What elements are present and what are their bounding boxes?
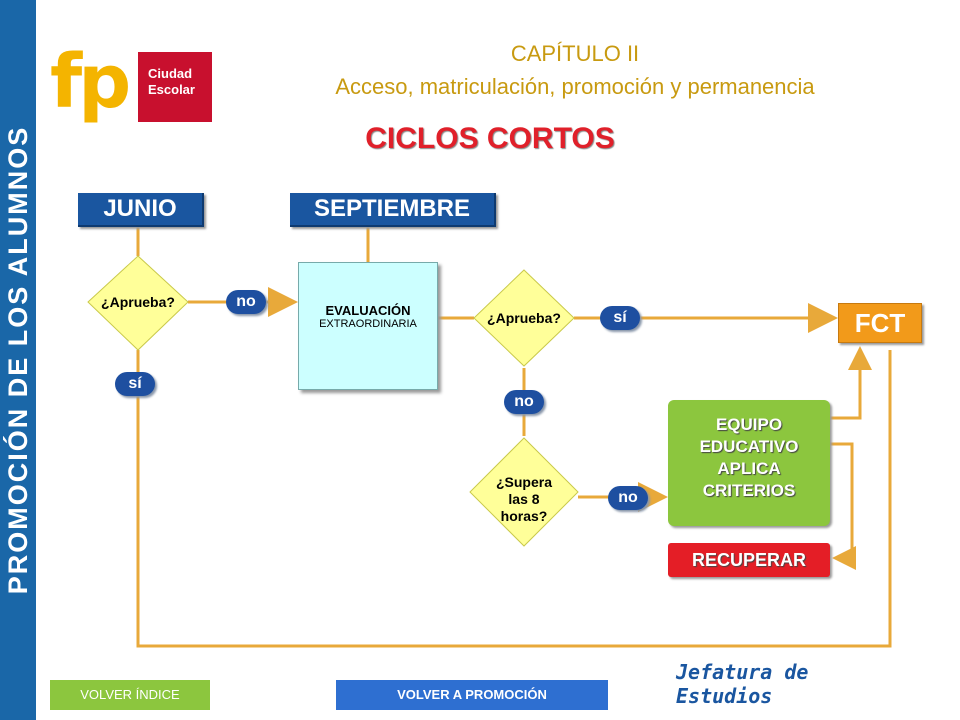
fct-box: FCT <box>838 303 922 343</box>
left-band <box>0 0 36 720</box>
logo-box: Ciudad Escolar <box>138 52 212 122</box>
decision-3-line3: horas? <box>500 508 548 524</box>
no-pill-1: no <box>226 290 266 314</box>
eval-line1: EVALUACIÓN <box>325 303 411 318</box>
logo-text-1: Ciudad <box>148 66 193 81</box>
chapter-title: CAPÍTULO II <box>510 41 640 66</box>
recuperar-box: RECUPERAR <box>668 543 830 577</box>
chapter-subtitle: Acceso, matriculación, promoción y perma… <box>335 74 815 99</box>
si-pill-2: sí <box>600 306 640 330</box>
si-pill-1: sí <box>115 372 155 396</box>
decision-diamond-1 <box>87 255 189 351</box>
header-junio: JUNIO <box>78 193 204 227</box>
back-index-button[interactable]: VOLVER ÍNDICE <box>50 680 210 710</box>
decision-2-label: ¿Aprueba? <box>487 310 561 326</box>
no-pill-2: no <box>504 390 544 414</box>
no-pill-3: no <box>608 486 648 510</box>
equipo-line2: EDUCATIVO <box>699 437 799 456</box>
equipo-educativo-box: EQUIPO EDUCATIVO APLICA CRITERIOS <box>668 400 830 526</box>
logo-text-2: Escolar <box>148 82 195 97</box>
decision-diamond-3 <box>469 437 579 547</box>
footer-signature: Jefatura de Estudios <box>676 660 809 708</box>
eval-line2: EXTRAORDINARIA <box>319 318 417 330</box>
equipo-line3: APLICA <box>717 459 781 478</box>
decision-1-label: ¿Aprueba? <box>101 294 175 310</box>
logo-fp-mark: fp <box>50 39 131 125</box>
page-title: CICLOS CORTOS <box>365 122 615 155</box>
decision-3-line1: ¿Supera <box>495 474 552 490</box>
equipo-line1: EQUIPO <box>715 415 783 434</box>
back-promotion-button[interactable]: VOLVER A PROMOCIÓN <box>336 680 608 710</box>
decision-3-line2: las 8 <box>508 491 540 507</box>
decision-diamond-2 <box>473 269 575 367</box>
eval-extraordinaria-box: EVALUACIÓN EXTRAORDINARIA <box>298 262 438 390</box>
decision-3-label: ¿Supera las 8 horas? <box>478 474 570 525</box>
equipo-line4: CRITERIOS <box>702 481 796 500</box>
header-septiembre: SEPTIEMBRE <box>290 193 496 227</box>
